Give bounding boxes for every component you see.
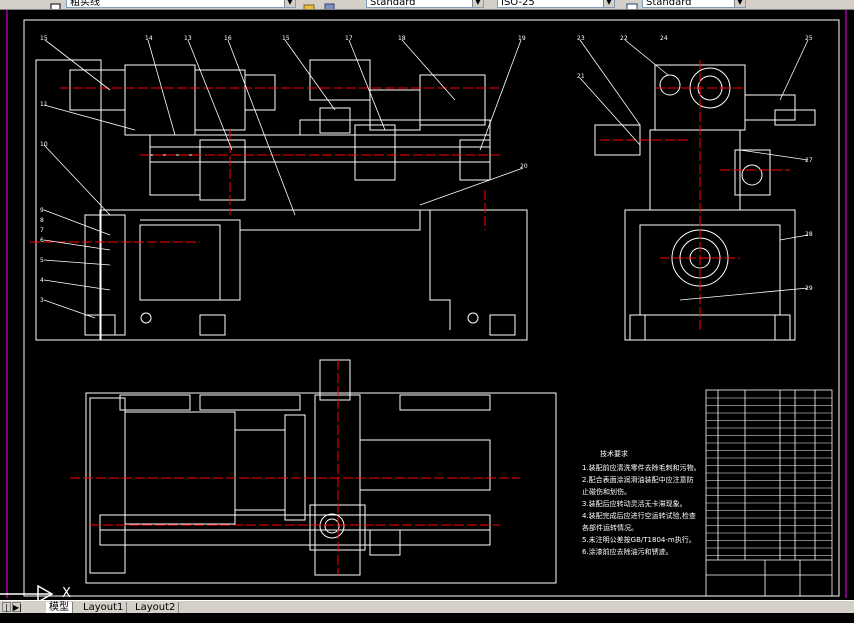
parts-list-rows (706, 397, 832, 556)
balloon-label: 25 (805, 35, 813, 42)
chevron-down-icon: ▼ (284, 0, 295, 7)
motor-housing (124, 64, 196, 136)
balloon-label: 21 (577, 73, 585, 80)
ucs-x-label: X (62, 586, 71, 601)
balloon-label: 24 (660, 35, 668, 42)
front-view (35, 59, 528, 341)
note-line: 5.未注明公差按GB/T1804-m执行。 (582, 535, 696, 544)
balloon-label: 27 (805, 157, 813, 164)
balloon-label: 14 (145, 35, 153, 42)
table-style-combo[interactable]: Standard ▼ (642, 0, 746, 8)
balloon-label: 13 (184, 35, 192, 42)
side-view (594, 64, 816, 341)
lathe-bed (99, 209, 528, 341)
layer-combo[interactable]: 粗实线 ▼ (66, 0, 296, 8)
balloon-label: 15 (40, 35, 48, 42)
note-line: 3.装配后应转动灵活无卡滞现象。 (582, 499, 687, 508)
top-view (85, 359, 557, 584)
make-layer-current-icon[interactable] (303, 0, 315, 9)
dim-style-value: ISO-25 (501, 0, 535, 8)
balloon-label: 7 (40, 227, 44, 234)
balloon-label: 16 (224, 35, 232, 42)
note-line: 4.装配完成后应进行空运转试验,检查 (582, 511, 696, 520)
dim-style-combo[interactable]: ISO-25 ▼ (497, 0, 615, 8)
balloon-label: 6 (40, 237, 44, 244)
balloon-label: 15 (282, 35, 290, 42)
note-line: 止碰伤和划伤。 (582, 487, 631, 496)
top-view-centerlines (70, 360, 520, 575)
table-style-value: Standard (646, 0, 692, 8)
balloon-label: 3 (40, 297, 44, 304)
balloon-label: 9 (40, 207, 44, 214)
cad-drawing: 15 14 13 16 15 17 18 19 11 10 9 8 7 6 5 … (6, 10, 847, 598)
note-line: 1.装配前应清洗零件去除毛刺和污物。 (582, 463, 701, 472)
balloon-label: 29 (805, 285, 813, 292)
last-tab-button[interactable]: ▶| (12, 602, 22, 612)
first-tab-button[interactable]: |◀ (2, 602, 11, 622)
chevron-down-icon: ▼ (472, 0, 483, 7)
tab-layout1[interactable]: Layout1 (80, 602, 128, 613)
balloon-label: 5 (40, 257, 44, 264)
balloon-label: 23 (577, 35, 585, 42)
headstock-plate (35, 59, 102, 341)
note-line: 6.涂漆前应去除油污和锈迹。 (582, 547, 673, 556)
ucs-icon (0, 584, 54, 604)
top-outline (85, 392, 557, 584)
balloon-label: 8 (40, 217, 44, 224)
balloon-label: 19 (518, 35, 526, 42)
side-view-centerlines (600, 60, 790, 330)
layer-name: 粗实线 (70, 0, 100, 8)
balloon-label: 18 (398, 35, 406, 42)
balloon-label: 20 (520, 163, 528, 170)
balloon-label: 22 (620, 35, 628, 42)
balloon-labels: 15 14 13 16 15 17 18 19 11 10 9 8 7 6 5 … (40, 35, 813, 304)
title-frame (23, 19, 840, 597)
chevron-down-icon: ▼ (603, 0, 614, 7)
layout-tab-bar: |◀ ▶| 模型 Layout1 Layout2 (0, 600, 854, 622)
note-line: 2.配合表面涂润滑油装配中应注意防 (582, 475, 694, 484)
front-view-centerlines (30, 87, 500, 243)
tab-layout2[interactable]: Layout2 (132, 602, 180, 613)
tab-model[interactable]: 模型 (46, 602, 73, 613)
note-line: 各部件运转情况。 (582, 523, 638, 532)
text-style-value: Standard (370, 0, 416, 8)
layer-previous-icon[interactable] (323, 0, 335, 9)
model-space-canvas[interactable]: 15 14 13 16 15 17 18 19 11 10 9 8 7 6 5 … (0, 10, 854, 604)
parts-list (705, 389, 833, 597)
balloon-label: 17 (345, 35, 353, 42)
layer-state-icon[interactable] (50, 0, 62, 9)
notes-title: 技术要求 (600, 449, 628, 458)
balloon-label: 11 (40, 101, 48, 108)
properties-toolbar: 粗实线 ▼ Standard ▼ ISO-25 ▼ Standard ▼ (0, 0, 854, 10)
chevron-down-icon: ▼ (734, 0, 745, 7)
table-style-icon[interactable] (626, 0, 638, 9)
balloon-label: 4 (40, 277, 44, 284)
text-style-combo[interactable]: Standard ▼ (366, 0, 484, 8)
technical-notes: 技术要求 1.装配前应清洗零件去除毛刺和污物。 2.配合表面涂润滑油装配中应注意… (582, 449, 701, 556)
balloon-label: 10 (40, 141, 48, 148)
balloon-label: 28 (805, 231, 813, 238)
leaders (43, 39, 809, 319)
